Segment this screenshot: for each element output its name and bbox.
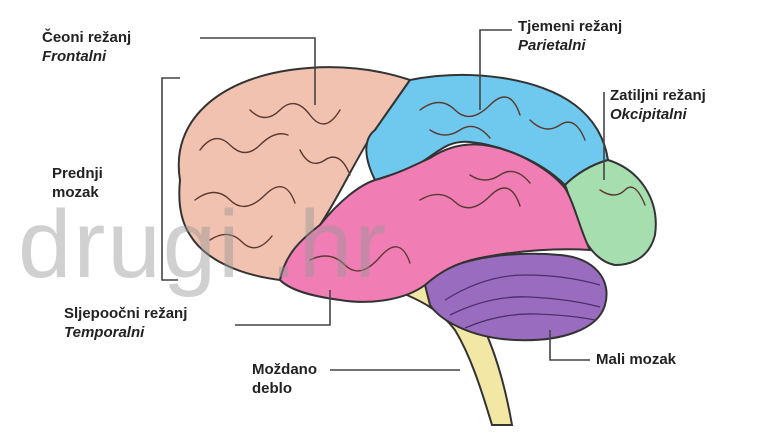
- label-brainstem: Moždano deblo: [252, 360, 317, 398]
- label-temporal-lobe: Sljepoočni režanj Temporalni: [64, 304, 187, 342]
- label-parietal-lobe: Tjemeni režanj Parietalni: [518, 17, 622, 55]
- label-occipital-lobe: Zatiljni režanj Okcipitalni: [610, 86, 706, 124]
- occipital-lobe-latin: Okcipitalni: [610, 105, 706, 124]
- cerebellum-name: Mali mozak: [596, 351, 676, 368]
- forebrain-line2: mozak: [52, 183, 103, 202]
- brainstem-line2: deblo: [252, 379, 317, 398]
- watermark-text: drugi .hr: [18, 190, 388, 300]
- frontal-lobe-name: Čeoni režanj: [42, 29, 131, 46]
- frontal-lobe-latin: Frontalni: [42, 47, 131, 66]
- forebrain-line1: Prednji: [52, 164, 103, 183]
- parietal-lobe-name: Tjemeni režanj: [518, 18, 622, 35]
- label-frontal-lobe: Čeoni režanj Frontalni: [42, 28, 131, 66]
- label-cerebellum: Mali mozak: [596, 350, 676, 369]
- temporal-lobe-latin: Temporalni: [64, 323, 187, 342]
- parietal-lobe-latin: Parietalni: [518, 36, 622, 55]
- label-forebrain: Prednji mozak: [52, 164, 103, 202]
- brainstem-line1: Moždano: [252, 360, 317, 379]
- temporal-lobe-name: Sljepoočni režanj: [64, 305, 187, 322]
- occipital-lobe-name: Zatiljni režanj: [610, 87, 706, 104]
